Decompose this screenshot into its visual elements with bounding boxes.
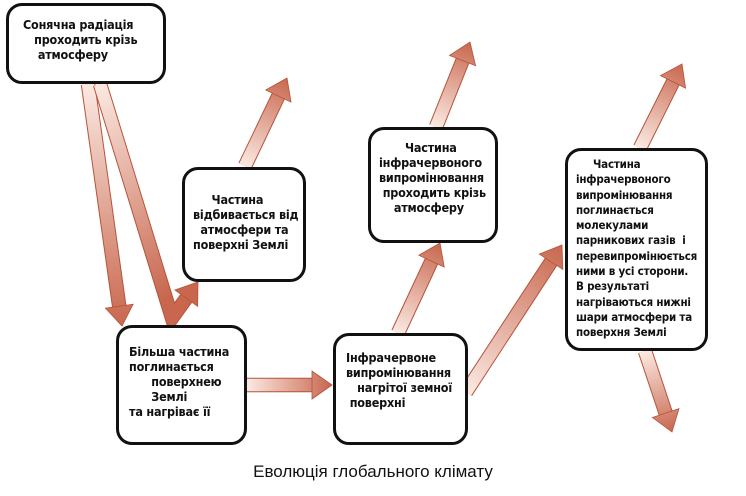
arrow-greenhouse-to-surface: [638, 348, 680, 433]
box-infrared: Інфрачервоне випромінювання нагрітої зем…: [333, 333, 468, 445]
arrow-absorbed-to-infrared: [247, 370, 333, 400]
box-solar-radiation: Сонячна радіація проходить крізь атмосфе…: [6, 3, 166, 84]
box-ir-passes: Частина інфрачервоного випромінювання пр…: [368, 127, 498, 243]
arrow-infrared-to-greenhouse: [459, 244, 564, 396]
arrow-reflect-to-space: [238, 77, 292, 170]
arrow-passes-to-space: [429, 41, 477, 130]
box-greenhouse: Частина інфрачервоного випромінювання по…: [565, 148, 708, 351]
diagram-caption: Еволюція глобального клімату: [253, 462, 493, 481]
arrow-solar-to-reflect: [93, 81, 199, 335]
arrow-solar-to-surface: [80, 82, 134, 327]
arrow-greenhouse-to-space: [633, 63, 687, 152]
box-absorbed: Більша частина поглинається поверхнею Зе…: [116, 325, 247, 445]
box-reflected: Частина відбивається від атмосфери та по…: [182, 167, 306, 282]
arrow-infrared-to-passes: [391, 242, 445, 337]
